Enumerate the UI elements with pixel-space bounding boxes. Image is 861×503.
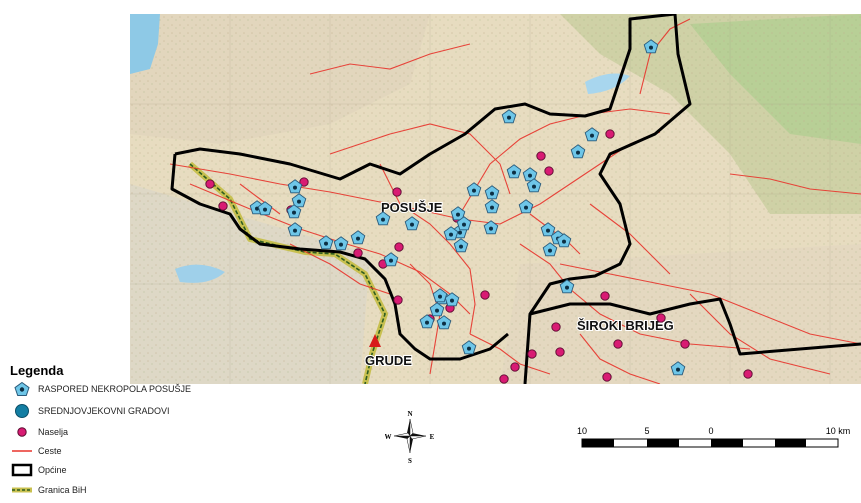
scale-label-5: 5	[644, 426, 649, 436]
legend-label: Općine	[38, 465, 67, 475]
legend-item-municipality: Općine	[10, 462, 67, 478]
necropolis-pentagon-icon	[522, 167, 538, 182]
settlement-dot-icon	[680, 339, 690, 349]
rectangle-icon	[10, 462, 34, 478]
legend-item-settlement: Naselja	[10, 424, 68, 440]
settlement-dot-icon	[510, 362, 520, 372]
scale-label-10-left: 10	[577, 426, 587, 436]
place-label-siroki-brijeg: ŠIROKI BRIJEG	[577, 318, 674, 333]
place-label-posusje: POSUŠJE	[381, 200, 443, 215]
necropolis-pentagon-icon	[559, 279, 575, 294]
compass-s: S	[408, 457, 412, 464]
legend-label: Naselja	[38, 427, 69, 437]
lake-southwest	[175, 264, 225, 283]
settlement-dot-icon	[656, 313, 666, 323]
necropolis-pentagon-icon	[383, 252, 399, 267]
necropolis-pentagon-icon	[287, 179, 303, 194]
necropolis-pentagon-icon	[506, 164, 522, 179]
grude-marker-icon	[369, 334, 381, 347]
dot-icon	[10, 424, 34, 440]
necropolis-pentagon-icon	[318, 235, 334, 250]
compass-rose-icon: N S W E	[385, 410, 435, 464]
settlement-dot-icon	[551, 322, 561, 332]
legend-item-border: Granica BiH	[10, 482, 87, 498]
settlement-dot-icon	[299, 177, 309, 187]
necropolis-pentagon-icon	[429, 302, 445, 317]
settlement-dot-icon	[544, 166, 554, 176]
legend-label: SREDNJOVJEKOVNI GRADOVI	[38, 406, 170, 416]
map-view[interactable]: POSUŠJE ŠIROKI BRIJEG GRUDE	[130, 14, 861, 384]
necropolis-pentagon-icon	[466, 182, 482, 197]
settlement-dot-icon	[499, 374, 509, 384]
necropolis-pentagon-icon	[584, 127, 600, 142]
scale-label-0: 0	[708, 426, 713, 436]
settlement-dot-icon	[605, 129, 615, 139]
necropolis-pentagon-icon	[501, 109, 517, 124]
settlement-dot-icon	[600, 291, 610, 301]
necropolis-pentagon-icon	[483, 220, 499, 235]
pentagon-icon	[10, 381, 34, 397]
legend-label: Ceste	[38, 446, 62, 456]
settlement-dot-icon	[353, 248, 363, 258]
place-label-grude: GRUDE	[365, 353, 412, 368]
settlement-dot-icon	[602, 372, 612, 382]
necropolis-pentagon-icon	[450, 206, 466, 221]
settlement-dot-icon	[613, 339, 623, 349]
legend-item-medieval: SREDNJOVJEKOVNI GRADOVI	[10, 403, 170, 419]
necropolis-pentagon-icon	[670, 361, 686, 376]
necropolis-pentagon-icon	[556, 233, 572, 248]
legend-title: Legenda	[10, 363, 64, 378]
scale-label-10-km: 10 km	[826, 426, 850, 436]
necropolis-pentagon-icon	[291, 193, 307, 208]
necropolis-pentagon-icon	[570, 144, 586, 159]
necropolis-pentagon-icon	[456, 216, 472, 231]
necropolis-pentagon-icon	[443, 226, 459, 241]
scale-bar: 10 5 0 10 km	[577, 426, 850, 448]
necropolis-pentagon-icon	[375, 211, 391, 226]
settlement-dot-icon	[392, 187, 402, 197]
line-icon	[10, 443, 34, 459]
settlement-dot-icon	[393, 295, 403, 305]
settlement-dot-icon	[218, 201, 228, 211]
necropolis-pentagon-icon	[518, 199, 534, 214]
necropolis-pentagon-icon	[419, 314, 435, 329]
necropolis-pentagon-icon	[432, 288, 448, 303]
settlement-dot-icon	[480, 290, 490, 300]
settlement-dot-icon	[536, 151, 546, 161]
necropolis-pentagon-icon	[436, 315, 452, 330]
settlement-dot-icon	[205, 179, 215, 189]
necropolis-pentagon-icon	[484, 185, 500, 200]
settlement-dot-icon	[743, 369, 753, 379]
state-border-bih-line	[189, 163, 386, 384]
settlement-dot-icon	[394, 242, 404, 252]
necropolis-pentagon-icon	[526, 178, 542, 193]
necropolis-markers	[249, 39, 686, 376]
necropolis-pentagon-icon	[453, 238, 469, 253]
necropolis-pentagon-icon	[350, 230, 366, 245]
circle-icon	[10, 403, 34, 419]
compass-e: E	[430, 433, 435, 441]
lake-northwest	[130, 14, 160, 74]
legend-label: Granica BiH	[38, 485, 87, 495]
dashed-line-icon	[10, 482, 34, 498]
settlement-dot-icon	[527, 349, 537, 359]
necropolis-pentagon-icon	[484, 199, 500, 214]
necropolis-pentagon-icon	[257, 201, 273, 216]
legend-item-road: Ceste	[10, 443, 62, 459]
necropolis-pentagon-icon	[540, 222, 556, 237]
necropolis-pentagon-icon	[461, 340, 477, 355]
legend-item-necropolis: RASPORED NEKROPOLA POSUŠJE	[10, 381, 191, 397]
settlement-dot-icon	[555, 347, 565, 357]
compass-w: W	[385, 433, 392, 441]
municipality-borders	[170, 14, 861, 384]
legend-label: RASPORED NEKROPOLA POSUŠJE	[38, 384, 192, 394]
compass-n: N	[407, 410, 412, 418]
necropolis-pentagon-icon	[643, 39, 659, 54]
necropolis-pentagon-icon	[286, 204, 302, 219]
necropolis-pentagon-icon	[404, 216, 420, 231]
necropolis-pentagon-icon	[333, 236, 349, 251]
necropolis-pentagon-icon	[287, 222, 303, 237]
necropolis-pentagon-icon	[444, 292, 460, 307]
necropolis-pentagon-icon	[542, 242, 558, 257]
